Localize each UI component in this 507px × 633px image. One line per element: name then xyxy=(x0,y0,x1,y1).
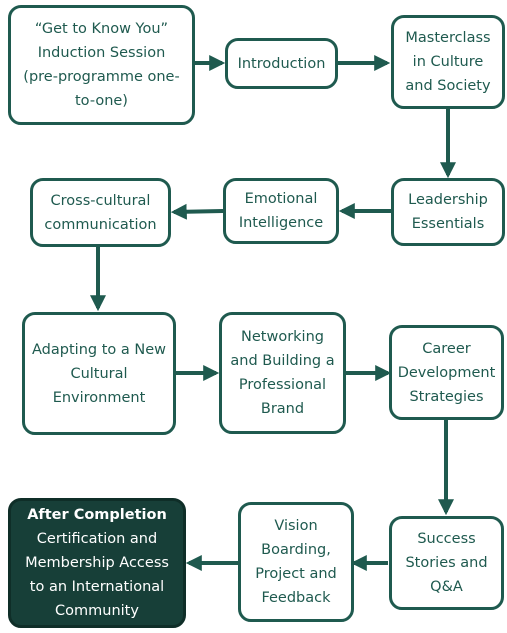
step-get-to-know-you: “Get to Know You” Induction Session (pre… xyxy=(8,5,195,125)
arrow-emotional-to-cross-cultural xyxy=(170,203,224,220)
step-success-stories: Success Stories and Q&A xyxy=(389,516,504,610)
step-adapting-to-new-environment: Adapting to a New Cultural Environment xyxy=(22,312,176,435)
final-title: After Completion xyxy=(27,507,167,523)
step-masterclass: Masterclass in Culture and Society xyxy=(391,15,505,109)
step-after-completion: After Completion Certification and Membe… xyxy=(8,498,186,628)
step-vision-boarding: Vision Boarding, Project and Feedback xyxy=(238,502,354,622)
step-introduction: Introduction xyxy=(225,38,338,89)
step-leadership-essentials: Leadership Essentials xyxy=(391,178,505,246)
step-emotional-intelligence: Emotional Intelligence xyxy=(223,178,339,244)
step-career-development: Career Development Strategies xyxy=(389,325,504,420)
step-networking: Networking and Building a Professional B… xyxy=(219,312,346,434)
final-body: Certification and Membership Access to a… xyxy=(25,531,169,619)
step-cross-cultural-communication: Cross-cultural communication xyxy=(30,178,171,247)
